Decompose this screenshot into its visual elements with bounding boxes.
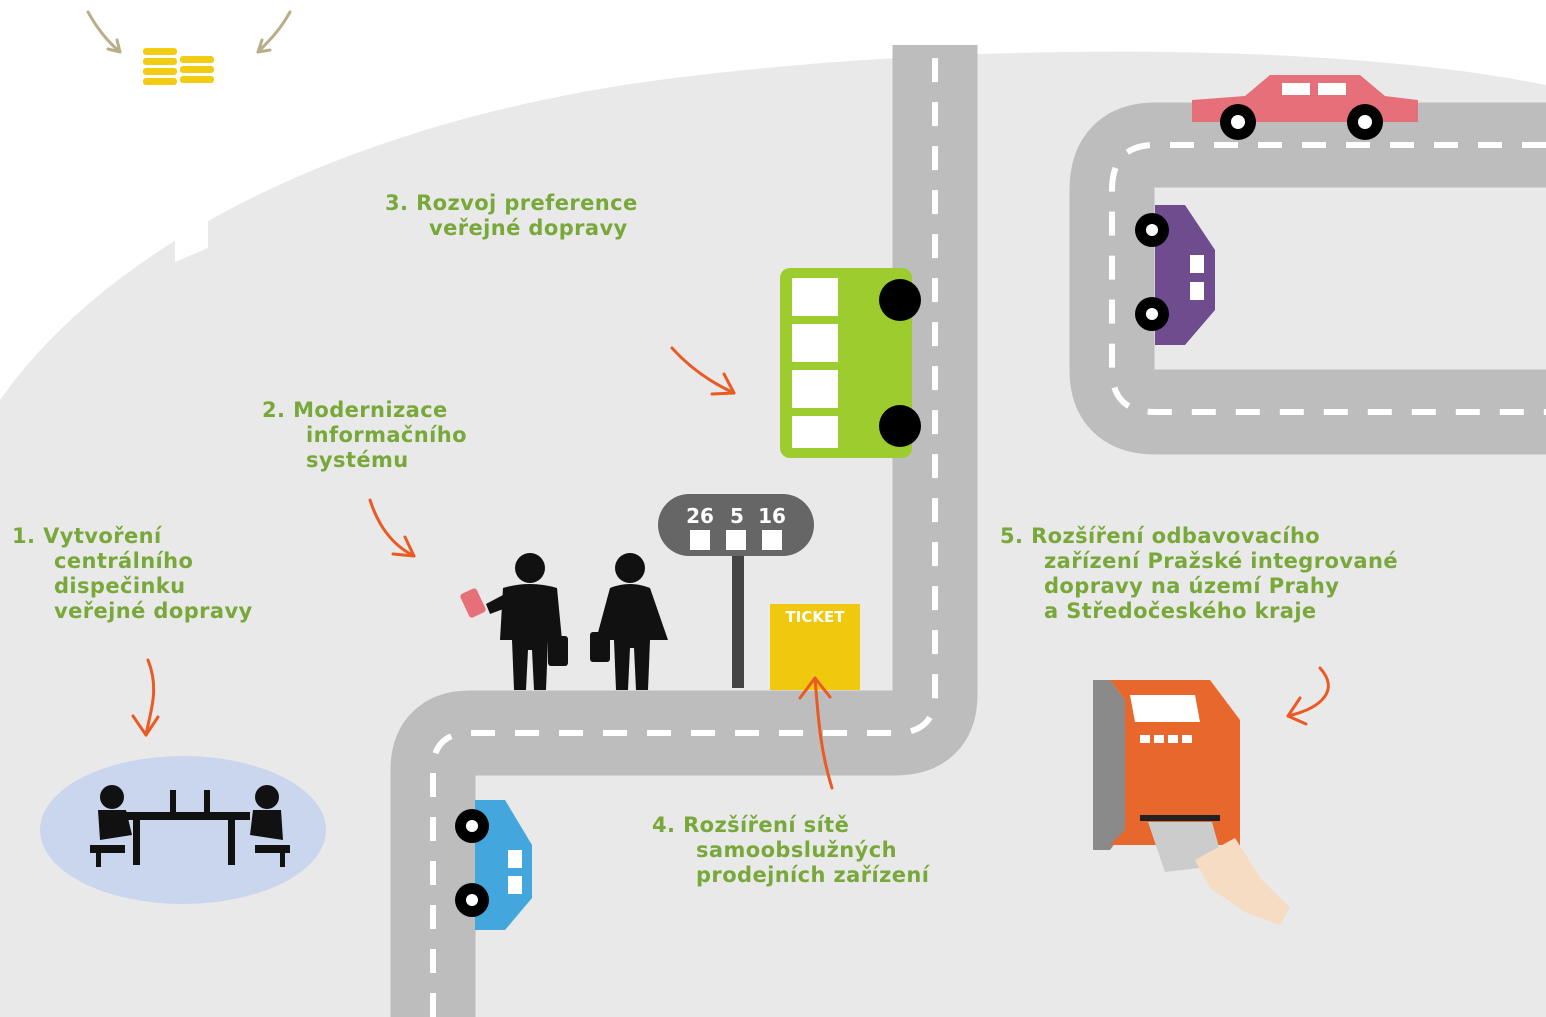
ticket-box: TICKET [770, 604, 860, 690]
money-arrows [86, 10, 292, 54]
step-line: a Středočeského kraje [1044, 599, 1317, 623]
dispatch-office-icon [40, 756, 326, 904]
road-loop-markings [1109, 142, 1546, 415]
step-line: 4. Rozšíření sítě [652, 813, 850, 837]
step-line: 5. Rozšíření odbavovacího [1000, 524, 1321, 548]
ticket-machine-icon [1093, 680, 1240, 872]
step-line: informačního [306, 423, 467, 447]
car-icon [1192, 75, 1418, 140]
step-line: 1. Vytvoření [12, 524, 162, 548]
step-line: veřejné dopravy [429, 216, 628, 240]
bus-icon [780, 268, 921, 458]
step-5-label: 5. Rozšíření odbavovacího zařízení Pražs… [1000, 524, 1398, 624]
ticket-label: TICKET [786, 608, 846, 626]
car-icon [1135, 205, 1215, 345]
step-4-label: 4. Rozšíření sítě samoobslužných prodejn… [652, 813, 929, 888]
route-number: 26 [686, 504, 714, 528]
step-line: dispečinku [54, 574, 186, 598]
route-numbers: 26 5 16 [686, 504, 786, 528]
step-line: dopravy na území Prahy [1044, 574, 1340, 598]
hand-icon [1195, 838, 1290, 925]
arrow-icon [131, 658, 160, 737]
car-icon [455, 800, 532, 930]
arrow-icon [1286, 666, 1330, 726]
funnel-icon [68, 100, 295, 262]
arrow-icon [670, 346, 736, 396]
arrow-icon [798, 676, 834, 790]
step-line: prodejních zařízení [696, 863, 930, 887]
people-icon [460, 553, 668, 690]
step-2-label: 2. Modernizace informačního systému [262, 398, 467, 473]
route-number: 16 [758, 504, 786, 528]
step-line: veřejné dopravy [54, 599, 253, 623]
step-line: 2. Modernizace [262, 398, 448, 422]
arrow-icon [368, 498, 416, 558]
step-line: 3. Rozvoj preference [385, 191, 638, 215]
step-line: centrálního [54, 549, 194, 573]
route-number: 5 [730, 504, 744, 528]
step-line: samoobslužných [696, 838, 897, 862]
bus-stop-sign-icon [658, 494, 814, 688]
step-3-label: 3. Rozvoj preference veřejné dopravy [385, 191, 638, 241]
step-line: zařízení Pražské integrované [1044, 549, 1398, 573]
coins-icon [143, 48, 214, 85]
step-1-label: 1. Vytvoření centrálního dispečinku veře… [12, 524, 253, 624]
step-line: systému [306, 448, 409, 472]
road-main [390, 45, 978, 1017]
